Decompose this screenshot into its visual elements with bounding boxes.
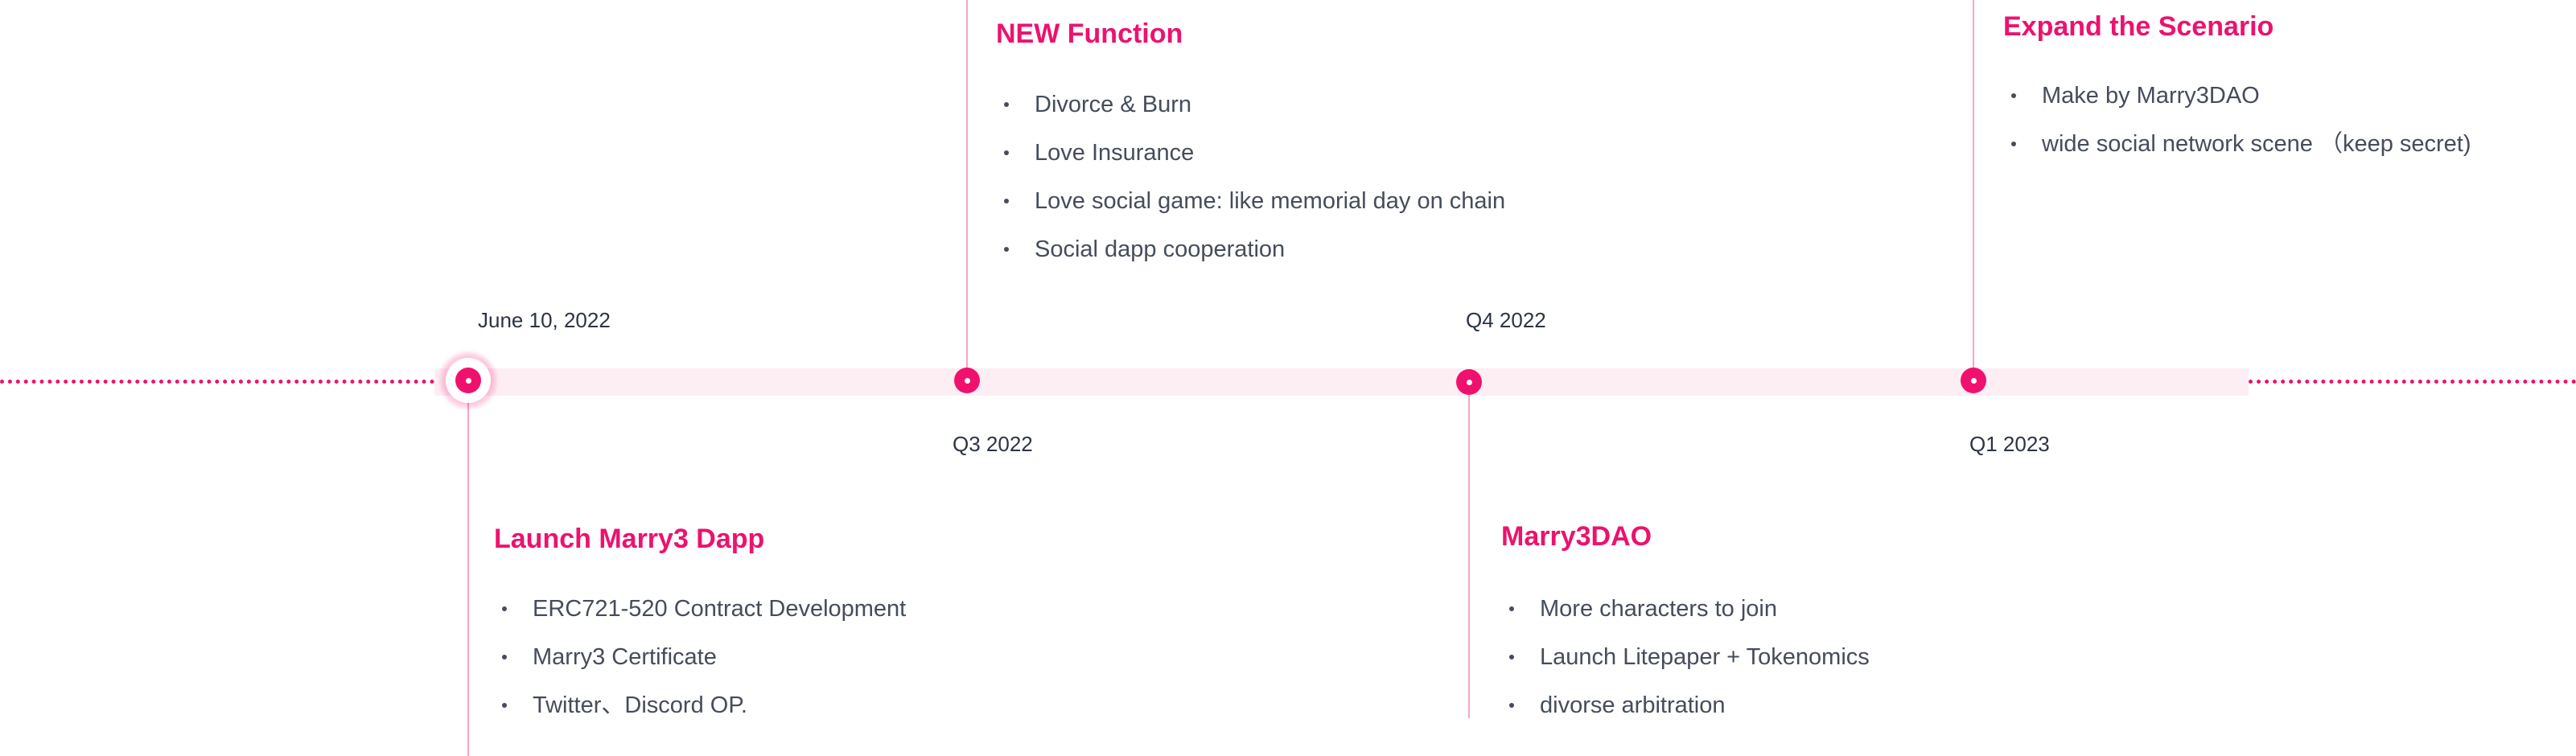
list-item-text: More characters to join bbox=[1540, 596, 1777, 622]
list-item-text: Divorce & Burn bbox=[1035, 92, 1192, 117]
connector-line-2 bbox=[966, 0, 968, 380]
milestone-title-2: NEW Function bbox=[996, 18, 1183, 49]
list-item-text: Social dapp cooperation bbox=[1035, 236, 1286, 262]
bullet-icon bbox=[1004, 199, 1009, 203]
bullet-icon bbox=[1004, 150, 1009, 155]
connector-line-1 bbox=[467, 382, 469, 756]
milestone-marker-2[interactable] bbox=[954, 368, 980, 393]
list-item: Divorce & Burn bbox=[996, 90, 1505, 138]
milestone-date-3: Q4 2022 bbox=[1466, 308, 1546, 332]
bullet-icon bbox=[1004, 102, 1009, 107]
list-item: Social dapp cooperation bbox=[996, 235, 1505, 283]
list-item: wide social network scene （keep secret) bbox=[2003, 129, 2471, 178]
bullet-icon bbox=[1004, 247, 1009, 252]
list-item: ERC721-520 Contract Development bbox=[494, 594, 906, 643]
list-item: Love social game: like memorial day on c… bbox=[996, 187, 1505, 235]
milestone-title-1: Launch Marry3 Dapp bbox=[494, 524, 765, 554]
list-item: More characters to join bbox=[1501, 594, 1870, 643]
list-item: Love Insurance bbox=[996, 138, 1505, 187]
milestone-date-1: June 10, 2022 bbox=[478, 308, 611, 332]
milestone-marker-1[interactable] bbox=[455, 368, 481, 393]
milestone-marker-4[interactable] bbox=[1961, 368, 1986, 393]
list-item-text: Make by Marry3DAO bbox=[2042, 83, 2260, 109]
milestone-list-3: More characters to join Launch Litepaper… bbox=[1501, 594, 1870, 739]
timeline-band bbox=[434, 368, 2249, 396]
bullet-icon bbox=[502, 703, 507, 708]
milestone-list-2: Divorce & Burn Love Insurance Love socia… bbox=[996, 90, 1505, 283]
bullet-icon bbox=[1509, 703, 1514, 708]
bullet-icon bbox=[502, 606, 507, 611]
list-item: Launch Litepaper + Tokenomics bbox=[1501, 643, 1870, 691]
bullet-icon bbox=[2011, 142, 2016, 146]
list-item: Twitter、Discord OP. bbox=[494, 691, 906, 739]
bullet-icon bbox=[2011, 93, 2016, 98]
list-item-text: Launch Litepaper + Tokenomics bbox=[1540, 644, 1870, 670]
list-item: divorse arbitration bbox=[1501, 691, 1870, 739]
list-item: Make by Marry3DAO bbox=[2003, 81, 2471, 129]
milestone-date-2: Q3 2022 bbox=[953, 432, 1033, 456]
bullet-icon bbox=[1509, 606, 1514, 611]
list-item-text: ERC721-520 Contract Development bbox=[533, 596, 907, 622]
timeline-dotted-right bbox=[2249, 380, 2576, 384]
list-item: Marry3 Certificate bbox=[494, 643, 906, 691]
list-item-text: wide social network scene （keep secret) bbox=[2042, 131, 2471, 157]
connector-line-3 bbox=[1468, 382, 1470, 718]
list-item-text: Love social game: like memorial day on c… bbox=[1035, 188, 1506, 214]
milestone-date-4: Q1 2023 bbox=[1969, 432, 2050, 456]
milestone-title-3: Marry3DAO bbox=[1501, 521, 1652, 552]
milestone-title-4: Expand the Scenario bbox=[2003, 11, 2274, 42]
list-item-text: divorse arbitration bbox=[1540, 692, 1726, 718]
bullet-icon bbox=[502, 655, 507, 659]
milestone-list-1: ERC721-520 Contract Development Marry3 C… bbox=[494, 594, 906, 739]
bullet-icon bbox=[1509, 655, 1514, 659]
list-item-text: Marry3 Certificate bbox=[533, 644, 717, 670]
timeline-dotted-left bbox=[0, 380, 434, 384]
connector-line-4 bbox=[1973, 0, 1974, 380]
milestone-marker-3[interactable] bbox=[1456, 369, 1482, 395]
list-item-text: Love Insurance bbox=[1035, 140, 1195, 166]
milestone-list-4: Make by Marry3DAO wide social network sc… bbox=[2003, 81, 2471, 178]
list-item-text: Twitter、Discord OP. bbox=[533, 692, 747, 718]
